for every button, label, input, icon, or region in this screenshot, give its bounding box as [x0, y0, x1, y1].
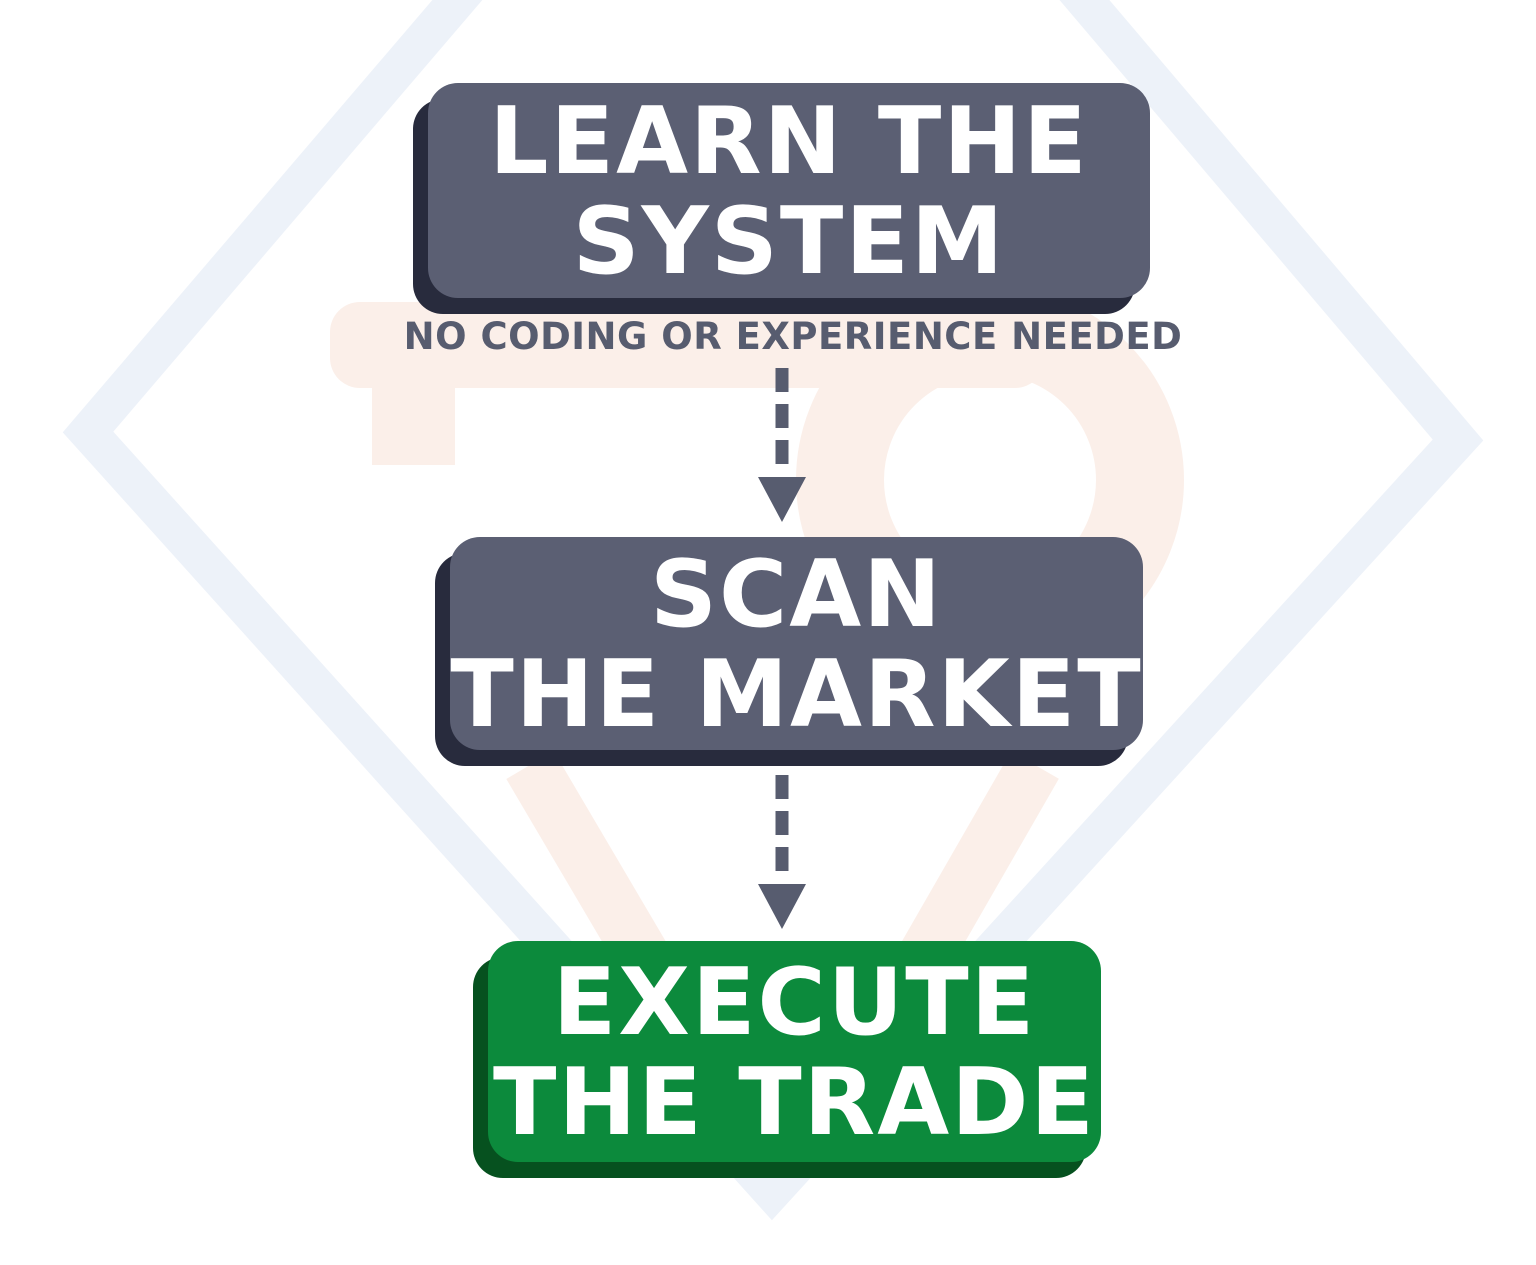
- step-scan-face: SCAN THE MARKET: [450, 537, 1143, 750]
- step-learn-label-line2: SYSTEM: [572, 186, 1006, 295]
- subtitle-no-coding: NO CODING OR EXPERIENCE NEEDED: [403, 315, 1183, 358]
- logo-tint-stem: [372, 345, 455, 465]
- step-learn-the-system: LEARN THE SYSTEM: [413, 83, 1150, 314]
- step-execute-the-trade: EXECUTE THE TRADE: [473, 941, 1101, 1178]
- arrow-down-2: [758, 775, 806, 929]
- step-scan-the-market: SCAN THE MARKET: [435, 537, 1143, 766]
- step-execute-label-line2: THE TRADE: [493, 1047, 1096, 1156]
- arrow-down-1: [758, 368, 806, 522]
- step-scan-label-line1: SCAN: [649, 539, 944, 648]
- arrow-1-head: [758, 477, 806, 522]
- step-learn-label-line1: LEARN THE: [489, 86, 1089, 195]
- step-execute-face: EXECUTE THE TRADE: [488, 941, 1101, 1162]
- watermark-diamond-outline: [62, 0, 1484, 1221]
- step-execute-label-line1: EXECUTE: [552, 947, 1037, 1056]
- arrow-2-head: [758, 884, 806, 929]
- step-scan-label-line2: THE MARKET: [450, 639, 1143, 748]
- step-learn-face: LEARN THE SYSTEM: [428, 83, 1150, 298]
